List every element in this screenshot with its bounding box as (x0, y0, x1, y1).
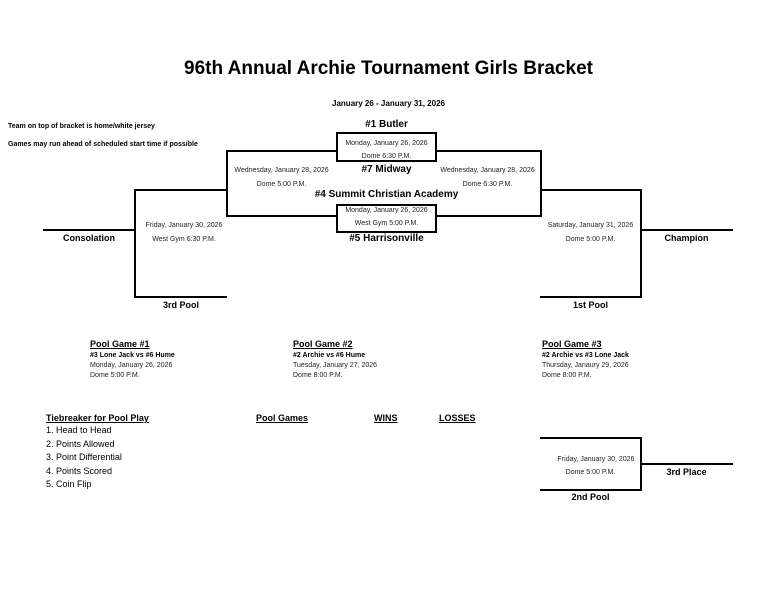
bracket-line (540, 489, 641, 491)
pool-game-venue: Dome 8:00 P.M. (542, 372, 592, 379)
semi-right-venue: Dome 6:30 P.M. (462, 181, 513, 188)
game-4v5-date: Monday, January 26, 2026 (345, 207, 428, 214)
tiebreaker-item: 3. Point Differential (46, 452, 122, 462)
pool-game-matchup: #2 Archie vs #3 Lone Jack (542, 352, 629, 359)
pool-game-title: Pool Game #3 (542, 339, 602, 349)
game-1v7-venue: Dome 6:30 P.M. (361, 153, 412, 160)
bracket-line (336, 132, 437, 134)
bracket-line (135, 296, 227, 298)
championship-date: Saturday, January 31, 2026 (547, 222, 634, 229)
bracket-line (135, 189, 227, 191)
third-place-label: 3rd Place (666, 467, 707, 477)
third-pool-label: 3rd Pool (162, 300, 199, 310)
pool-game-venue: Dome 5:00 P.M. (90, 372, 140, 379)
bracket-line (226, 215, 337, 217)
tiebreaker-section: Tiebreaker for Pool Play 1. Head to Head… (46, 413, 149, 492)
pool-game-matchup: #3 Lone Jack vs #6 Hume (90, 352, 175, 359)
standings-header-wins: WINS (374, 413, 398, 423)
team-butler: #1 Butler (365, 119, 408, 130)
bracket-line (336, 204, 437, 206)
pool-game-date: Tuesday, January 27, 2026 (293, 362, 378, 369)
bracket-line (436, 150, 542, 152)
pool-game-date: Monday, January 26, 2026 (90, 362, 173, 369)
bracket-line (336, 132, 338, 162)
schedule-note: Games may run ahead of scheduled start t… (8, 141, 198, 148)
standings-header-losses: LOSSES (439, 413, 476, 423)
home-jersey-note: Team on top of bracket is home/white jer… (8, 123, 155, 130)
bracket-line (640, 189, 642, 298)
semi-left-date: Wednesday, January 28, 2026 (234, 167, 329, 174)
tournament-dates: January 26 - January 31, 2026 (332, 99, 445, 108)
championship-venue: Dome 5:00 P.M. (565, 236, 616, 243)
tiebreaker-item: 1. Head to Head (46, 425, 112, 435)
standings-header-games: Pool Games (256, 413, 309, 423)
pool-game-title: Pool Game #2 (293, 339, 353, 349)
bracket-line (336, 160, 437, 162)
pool-game-1: Pool Game #1 #3 Lone Jack vs #6 Hume Mon… (90, 339, 175, 379)
second-pool-label: 2nd Pool (571, 492, 610, 502)
bracket-line (134, 189, 136, 298)
bracket-line (540, 437, 641, 439)
game-1v7-date: Monday, January 26, 2026 (345, 140, 428, 147)
consolation-date: Friday, January 30, 2026 (145, 222, 223, 229)
bracket-line (540, 189, 641, 191)
team-summit-christian: #4 Summit Christian Academy (314, 189, 459, 200)
bracket-line (435, 204, 437, 233)
bracket-line (336, 231, 437, 233)
tiebreaker-item: 5. Coin Flip (46, 479, 92, 489)
first-pool-label: 1st Pool (572, 300, 608, 310)
consolation-venue: West Gym 6:30 P.M. (152, 236, 216, 243)
tiebreaker-item: 2. Points Allowed (46, 438, 115, 449)
semi-left-venue: Dome 5:00 P.M. (256, 181, 307, 188)
third-place-line (640, 463, 733, 465)
pool-game-date: Thursday, Janaury 29, 2026 (542, 362, 629, 369)
pool-game-3: Pool Game #3 #2 Archie vs #3 Lone Jack T… (542, 339, 629, 379)
team-harrisonville: #5 Harrisonville (349, 233, 424, 244)
pool-game-2: Pool Game #2 #2 Archie vs #6 Hume Tuesda… (293, 339, 377, 379)
third-place-date: Friday, January 30, 2026 (557, 456, 635, 463)
semi-right-date: Wednesday, January 28, 2026 (440, 167, 535, 174)
pool-game-matchup: #2 Archie vs #6 Hume (293, 352, 366, 359)
bracket-line (226, 182, 228, 191)
page-title: 96th Annual Archie Tournament Girls Brac… (184, 58, 593, 79)
tiebreaker-item: 4. Points Scored (46, 465, 113, 476)
consolation-label: Consolation (63, 233, 115, 243)
bracket-line (336, 204, 338, 233)
champion-line (640, 229, 733, 231)
tiebreaker-title: Tiebreaker for Pool Play (46, 413, 149, 423)
team-midway: #7 Midway (361, 164, 412, 175)
champion-label: Champion (664, 233, 709, 243)
consolation-line (43, 229, 135, 231)
game-4v5-venue: West Gym 5:00 P.M. (354, 220, 419, 227)
bracket-line (435, 132, 437, 162)
bracket-line (540, 182, 542, 191)
bracket-line (540, 296, 641, 298)
bracket-line (226, 150, 337, 152)
pool-game-venue: Dome 8:00 P.M. (293, 372, 343, 379)
bracket-line (436, 215, 542, 217)
pool-game-title: Pool Game #1 (90, 339, 150, 349)
third-place-venue: Dome 5:00 P.M. (565, 469, 616, 476)
